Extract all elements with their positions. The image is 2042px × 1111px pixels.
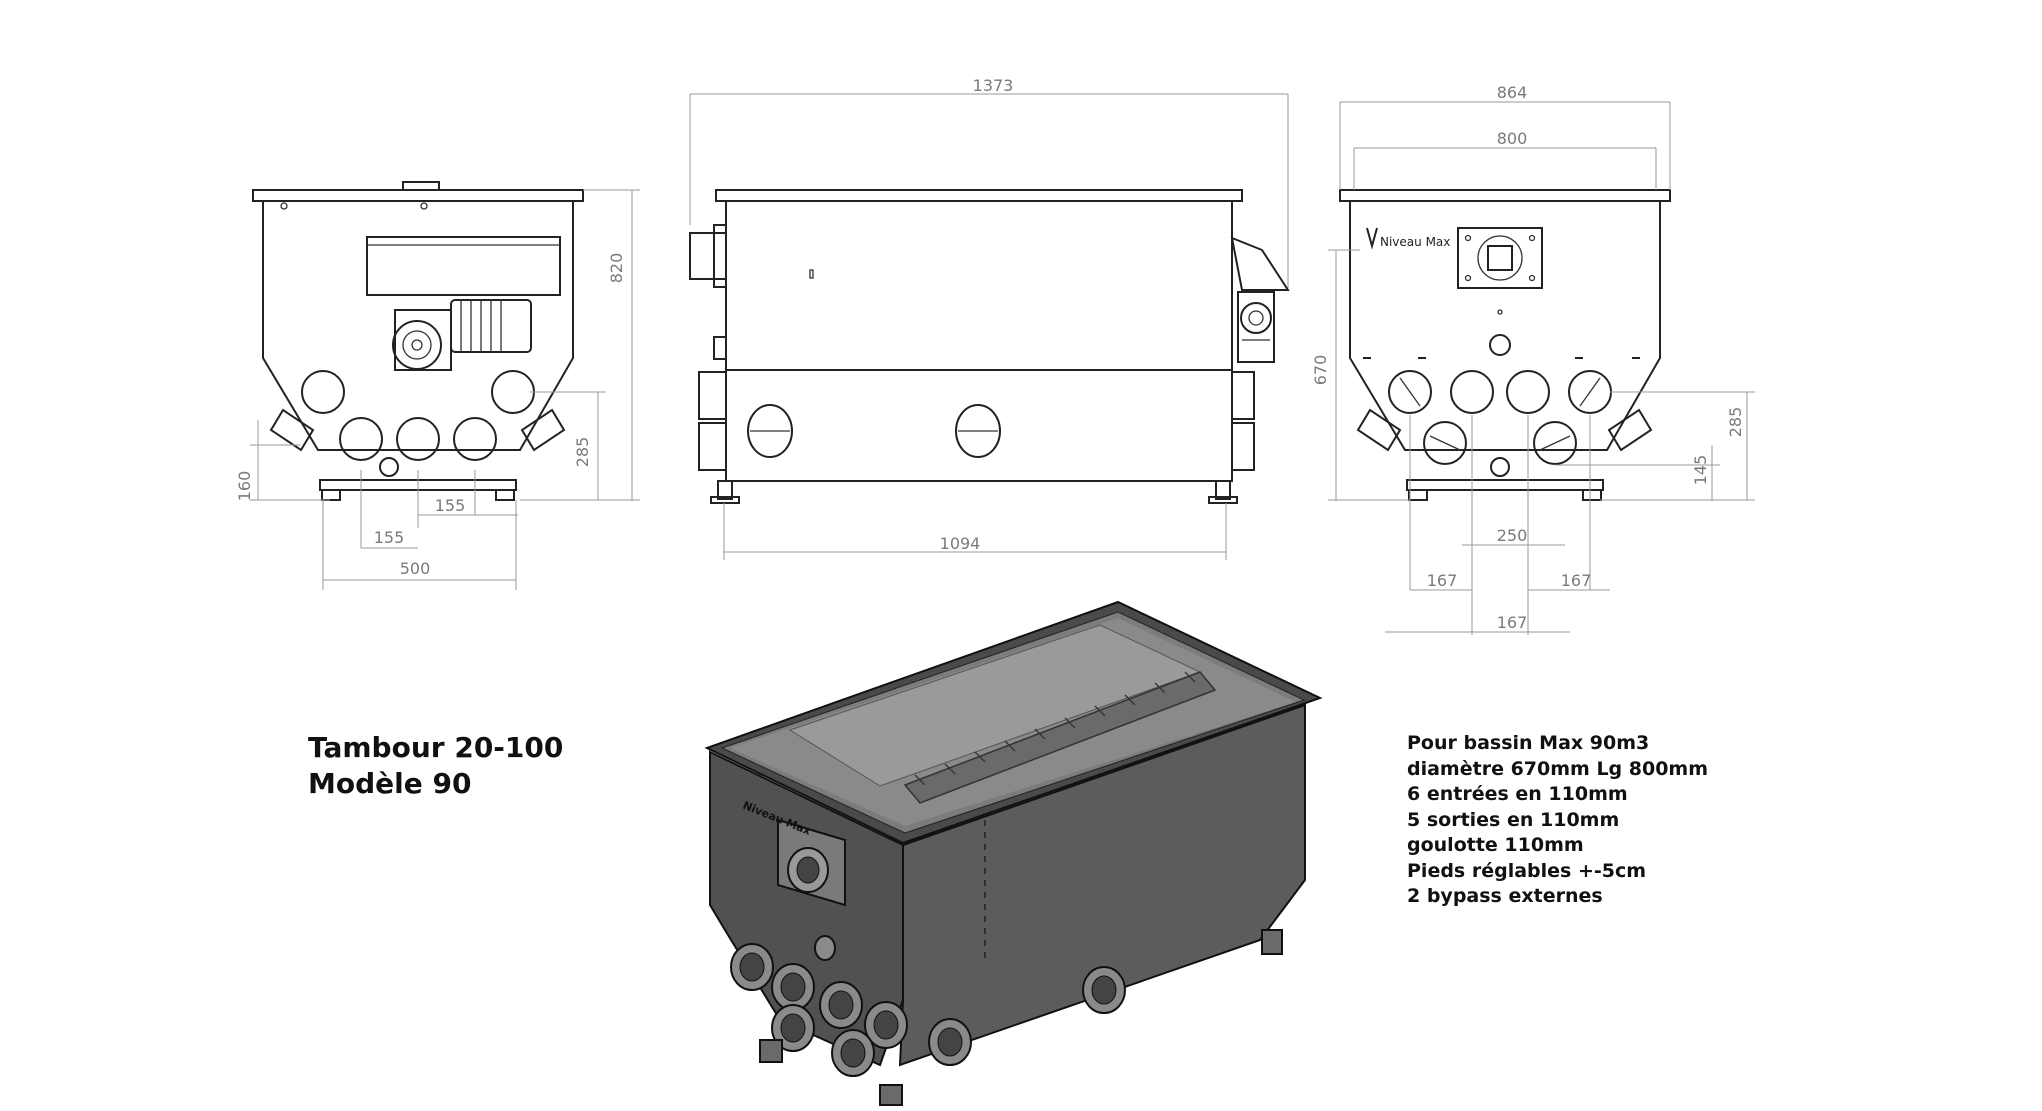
side-view [689,93,1290,560]
right-end-view [1328,101,1755,635]
spec-list: Pour bassin Max 90m3 diamètre 670mm Lg 8… [1407,731,1708,910]
isometric-view: Niveau Max [704,600,1323,1106]
dim-side-base-length: 1094 [940,534,981,553]
brand-label: Niveau Max [1380,235,1450,249]
dim-right-inner-width: 800 [1497,129,1528,148]
dim-left-height: 820 [607,253,626,284]
spec-line: 2 bypass externes [1407,885,1603,907]
spec-line: Pour bassin Max 90m3 [1407,732,1650,754]
dim-right-pipe-lower: 145 [1691,455,1710,486]
spec-line: 5 sorties en 110mm [1407,808,1620,831]
dim-right-width: 864 [1497,83,1528,102]
dim-right-spacing-center: 250 [1497,526,1528,545]
spec-line: 6 entrées en 110mm [1407,783,1628,805]
spec-line: goulotte 110mm [1407,834,1584,856]
dim-side-length: 1373 [973,76,1014,95]
spec-line: diamètre 670mm Lg 800mm [1407,757,1709,780]
title-line-1: Tambour 20-100 [308,731,564,764]
dim-right-height: 670 [1311,355,1330,386]
drawing-title: Tambour 20-100 Modèle 90 [308,730,563,802]
dim-right-spacing-left: 167 [1427,571,1458,590]
dim-left-pipe-height: 285 [573,437,592,468]
dim-left-foot-height: 160 [235,471,254,502]
dim-left-spacing-b: 155 [374,528,405,547]
dim-left-width: 500 [400,559,431,578]
dim-right-spacing-bottom: 167 [1497,613,1528,632]
dim-left-spacing-a: 155 [435,496,466,515]
title-line-2: Modèle 90 [308,767,472,800]
dim-right-pipe-upper: 285 [1726,407,1745,438]
left-end-view [250,181,640,590]
spec-line: Pieds réglables +-5cm [1407,859,1647,882]
dim-right-spacing-right: 167 [1561,571,1592,590]
